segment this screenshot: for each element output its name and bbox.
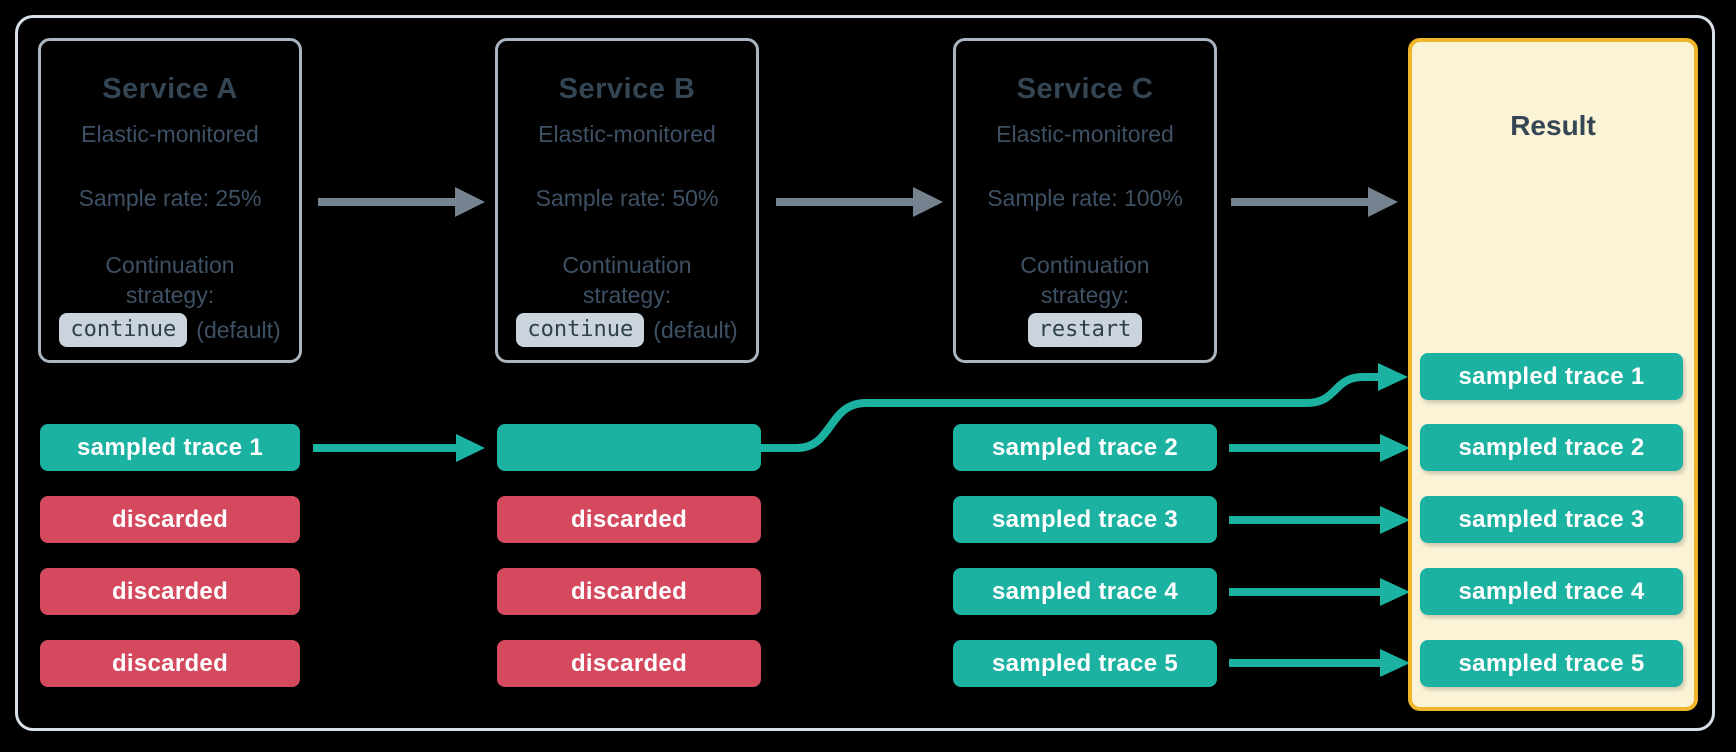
service-a-continuation-label: Continuation strategy: (105, 252, 235, 308)
service-b-strategy-row: continue (default) (516, 313, 738, 347)
trace-b-sampled-unlabeled (497, 424, 761, 471)
service-b-strategy-note: (default) (653, 316, 738, 343)
result-trace-3: sampled trace 3 (1420, 496, 1683, 543)
service-c-title: Service C (1016, 73, 1154, 105)
service-c-strategy-row: restart (1027, 313, 1143, 347)
service-b-box: Service B Elastic-monitored Sample rate:… (495, 38, 759, 363)
trace-b-discarded-2: discarded (497, 568, 761, 615)
trace-a-discarded-2: discarded (40, 568, 300, 615)
result-title: Result (1510, 110, 1596, 141)
trace-c-sampled-3: sampled trace 3 (953, 496, 1217, 543)
service-b-strategy-chip: continue (516, 313, 645, 347)
service-c-monitoring: Elastic-monitored (996, 121, 1174, 147)
result-trace-2: sampled trace 2 (1420, 424, 1683, 471)
result-trace-4: sampled trace 4 (1420, 568, 1683, 615)
service-a-sample-rate: Sample rate: 25% (78, 185, 262, 211)
service-b-monitoring: Elastic-monitored (538, 121, 716, 147)
service-c-strategy-chip: restart (1027, 313, 1143, 347)
service-a-strategy-row: continue (default) (59, 313, 281, 347)
service-a-box: Service A Elastic-monitored Sample rate:… (38, 38, 302, 363)
result-trace-5: sampled trace 5 (1420, 640, 1683, 687)
service-a-strategy-note: (default) (196, 316, 281, 343)
service-a-strategy-chip: continue (59, 313, 188, 347)
outer-frame (15, 15, 1715, 731)
trace-a-sampled-1: sampled trace 1 (40, 424, 300, 471)
trace-b-discarded-1: discarded (497, 496, 761, 543)
trace-c-sampled-4: sampled trace 4 (953, 568, 1217, 615)
service-c-sample-rate: Sample rate: 100% (987, 185, 1183, 211)
service-b-title: Service B (558, 73, 696, 105)
trace-c-sampled-2: sampled trace 2 (953, 424, 1217, 471)
trace-a-discarded-1: discarded (40, 496, 300, 543)
service-b-sample-rate: Sample rate: 50% (535, 185, 719, 211)
service-a-title: Service A (102, 73, 238, 105)
result-trace-1: sampled trace 1 (1420, 353, 1683, 400)
service-c-continuation-label: Continuation strategy: (1020, 252, 1150, 308)
trace-b-discarded-3: discarded (497, 640, 761, 687)
trace-c-sampled-5: sampled trace 5 (953, 640, 1217, 687)
trace-a-discarded-3: discarded (40, 640, 300, 687)
service-a-monitoring: Elastic-monitored (81, 121, 259, 147)
service-b-continuation-label: Continuation strategy: (562, 252, 692, 308)
service-c-box: Service C Elastic-monitored Sample rate:… (953, 38, 1217, 363)
